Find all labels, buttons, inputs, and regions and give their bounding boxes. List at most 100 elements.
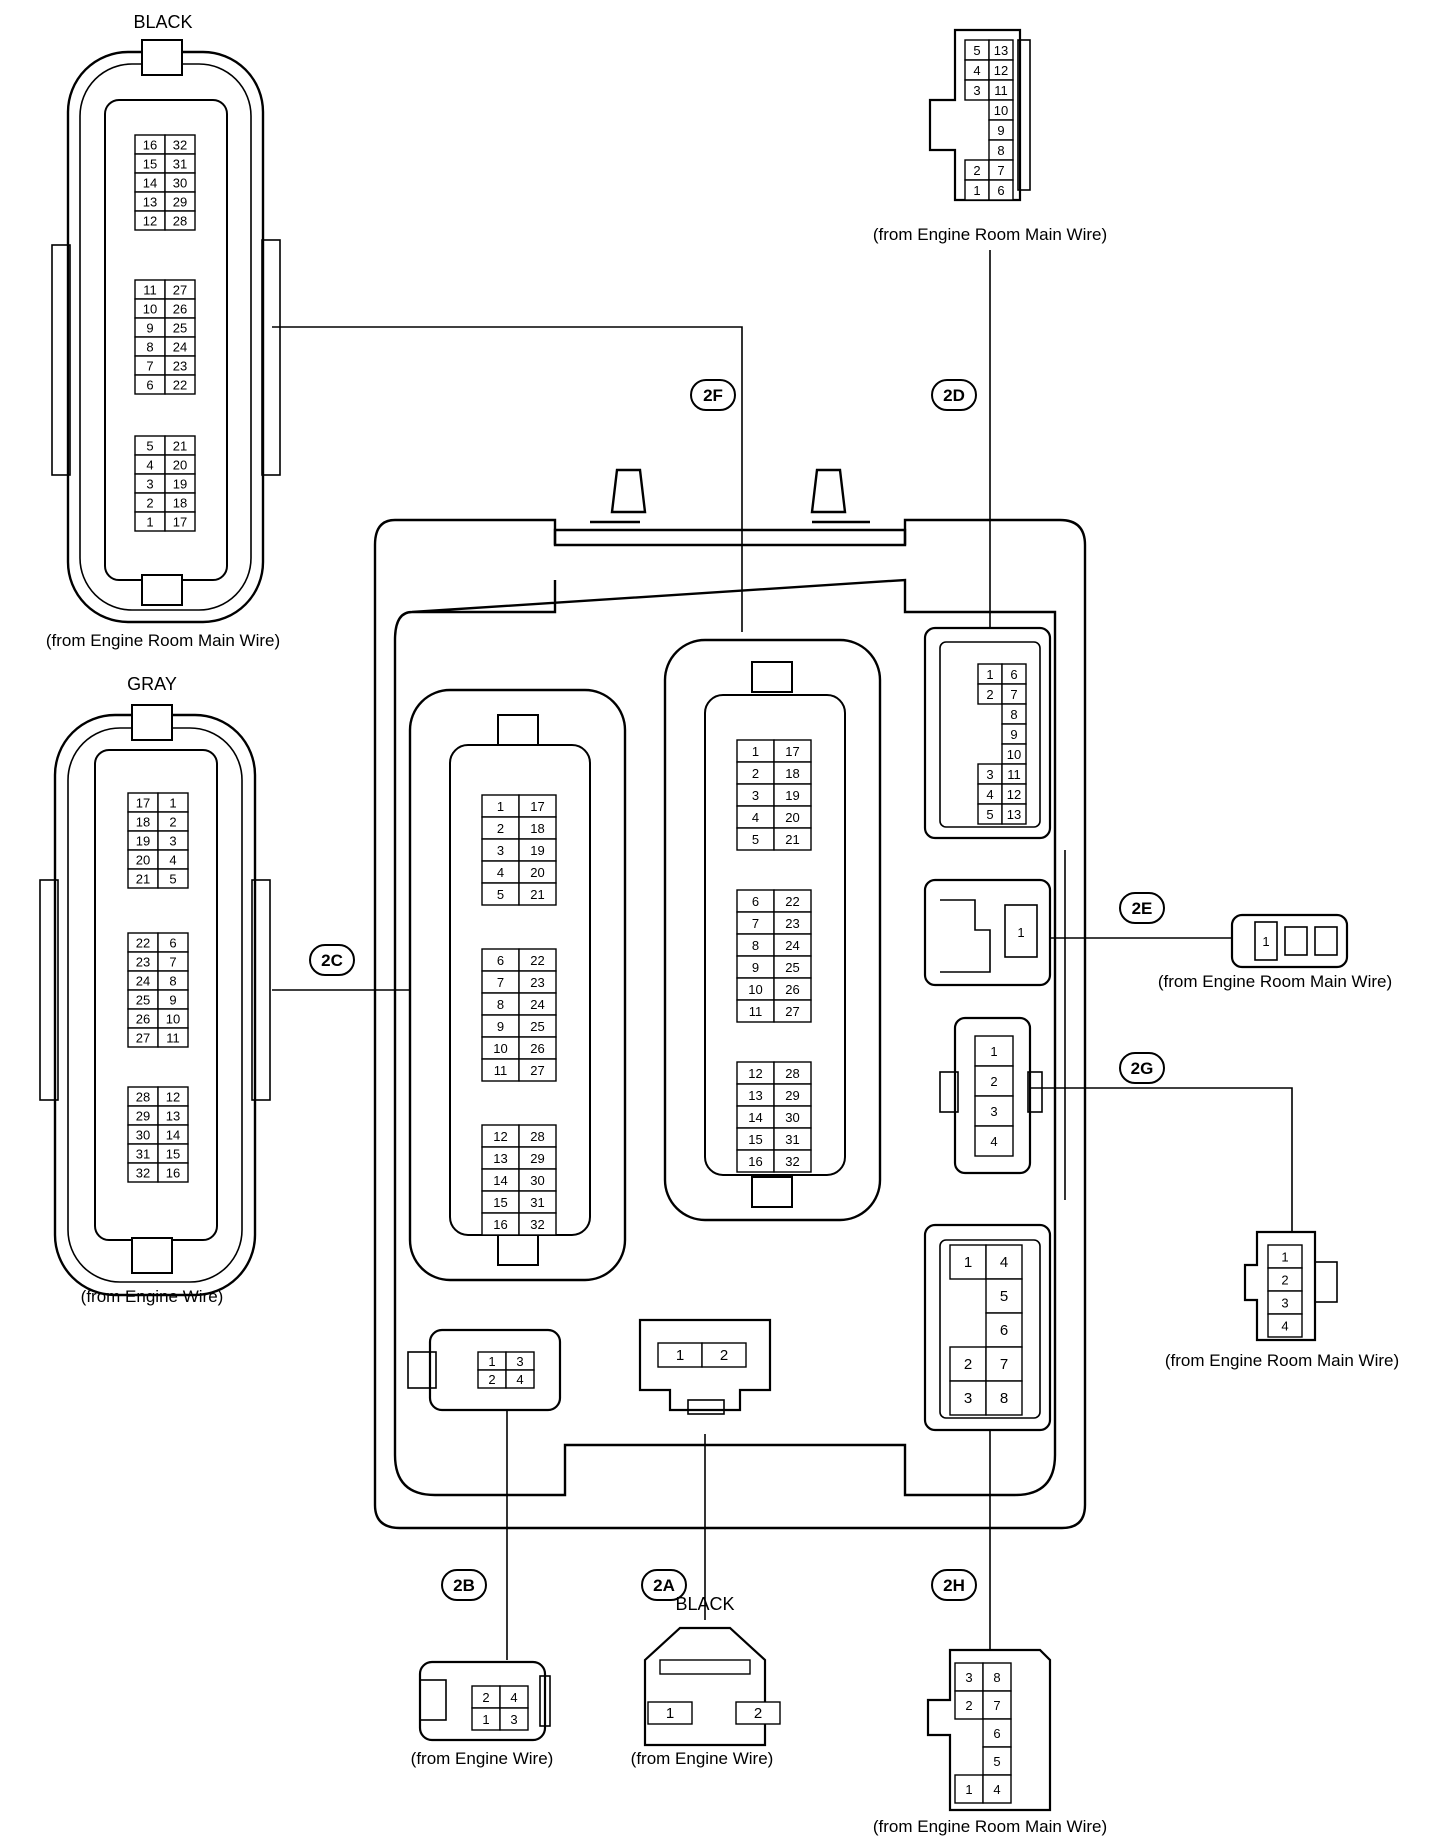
pin-number: 4 — [146, 458, 153, 473]
pin-number: 30 — [785, 1110, 799, 1125]
connector-2e-socket: 1 — [923, 878, 1052, 987]
pin-number: 13 — [166, 1109, 180, 1124]
pin-cavity — [985, 1244, 1023, 1280]
pin-number: 6 — [997, 183, 1004, 198]
pin-cavity — [773, 827, 812, 851]
pin-number: 19 — [530, 843, 544, 858]
pin-number: 32 — [785, 1154, 799, 1169]
pin-number: 8 — [146, 340, 153, 355]
pin-number: 7 — [497, 975, 504, 990]
pin-cavity — [974, 1065, 1014, 1097]
pin-number: 18 — [530, 821, 544, 836]
pin-number: 5 — [973, 43, 980, 58]
pin-number: 11 — [994, 83, 1008, 98]
connector-2c-source-label: (from Engine Wire) — [81, 1287, 224, 1306]
pin-number: 14 — [748, 1110, 762, 1125]
pin-number: 6 — [752, 894, 759, 909]
pin-number: 22 — [530, 953, 544, 968]
pin-cavity — [157, 1162, 189, 1183]
pin-number: 5 — [752, 832, 759, 847]
pin-number: 24 — [136, 974, 150, 989]
pin-number: 31 — [530, 1195, 544, 1210]
pin-number: 8 — [1000, 1390, 1008, 1407]
pin-number: 14 — [166, 1128, 180, 1143]
pin-number: 8 — [1010, 707, 1017, 722]
pin-number: 7 — [997, 163, 1004, 178]
pin-number: 5 — [986, 807, 993, 822]
connector-tags: 2F 2D 2C 2E 2G 2B 2A 2H — [309, 379, 1165, 1601]
pin-number: 2 — [986, 687, 993, 702]
pin-number: 2 — [482, 1690, 489, 1705]
pin-number: 12 — [166, 1090, 180, 1105]
pin-number: 8 — [993, 1670, 1000, 1685]
pin-number: 12 — [748, 1066, 762, 1081]
tag-2g: 2G — [1119, 1052, 1165, 1084]
pin-number: 11 — [1007, 767, 1021, 782]
pin-number: 7 — [146, 359, 153, 374]
pin-number: 3 — [510, 1712, 517, 1727]
tag-2b-label: 2B — [453, 1576, 475, 1595]
pin-cavity — [982, 1718, 1012, 1748]
connector-2e-socket-pin: 1 — [1017, 925, 1024, 940]
pin-number: 31 — [785, 1132, 799, 1147]
pin-number: 1 — [169, 796, 176, 811]
pin-number: 1 — [986, 667, 993, 682]
pin-number: 2 — [497, 821, 504, 836]
pin-cavity — [505, 1369, 535, 1389]
pin-number: 17 — [173, 515, 187, 530]
pin-cavity — [773, 999, 812, 1023]
pin-number: 31 — [136, 1147, 150, 1162]
pin-number: 7 — [752, 916, 759, 931]
pin-cavity — [985, 1278, 1023, 1314]
pin-number: 13 — [748, 1088, 762, 1103]
pin-number: 10 — [748, 982, 762, 997]
pin-number: 32 — [173, 138, 187, 153]
tag-2a-label: 2A — [653, 1576, 675, 1595]
pin-number: 4 — [510, 1690, 517, 1705]
pin-number: 13 — [143, 195, 157, 210]
pin-number: 25 — [785, 960, 799, 975]
pin-number: 9 — [997, 123, 1004, 138]
pin-number: 29 — [785, 1088, 799, 1103]
pin-number: 20 — [530, 865, 544, 880]
pin-cavity — [988, 179, 1014, 201]
pin-cavity — [949, 1380, 987, 1416]
pin-number: 30 — [136, 1128, 150, 1143]
pin-number: 26 — [173, 302, 187, 317]
pin-cavity — [974, 1125, 1014, 1157]
pin-cavity — [982, 1662, 1012, 1692]
pin-number: 20 — [173, 458, 187, 473]
pin-number: 32 — [136, 1166, 150, 1181]
pin-number: 4 — [169, 853, 176, 868]
pin-cavity — [949, 1346, 987, 1382]
pin-cavity — [518, 1212, 557, 1236]
pin-number: 3 — [1281, 1296, 1288, 1311]
pin-cavity — [499, 1707, 529, 1731]
pin-number: 24 — [785, 938, 799, 953]
pin-number: 13 — [994, 43, 1008, 58]
pin-number: 9 — [169, 993, 176, 1008]
pin-number: 25 — [173, 321, 187, 336]
pin-number: 11 — [494, 1063, 508, 1078]
pin-number: 19 — [785, 788, 799, 803]
pin-cavity — [974, 1095, 1014, 1127]
pin-number: 32 — [530, 1217, 544, 1232]
pin-number: 2 — [754, 1705, 762, 1722]
pin-number: 27 — [136, 1031, 150, 1046]
pin-number: 3 — [169, 834, 176, 849]
pin-number: 16 — [143, 138, 157, 153]
pin-cavity — [518, 1058, 557, 1082]
pin-number: 4 — [986, 787, 993, 802]
pin-number: 12 — [493, 1129, 507, 1144]
pin-number: 12 — [143, 214, 157, 229]
pin-number: 13 — [1007, 807, 1021, 822]
connector-2b-source-label: (from Engine Wire) — [411, 1749, 554, 1768]
